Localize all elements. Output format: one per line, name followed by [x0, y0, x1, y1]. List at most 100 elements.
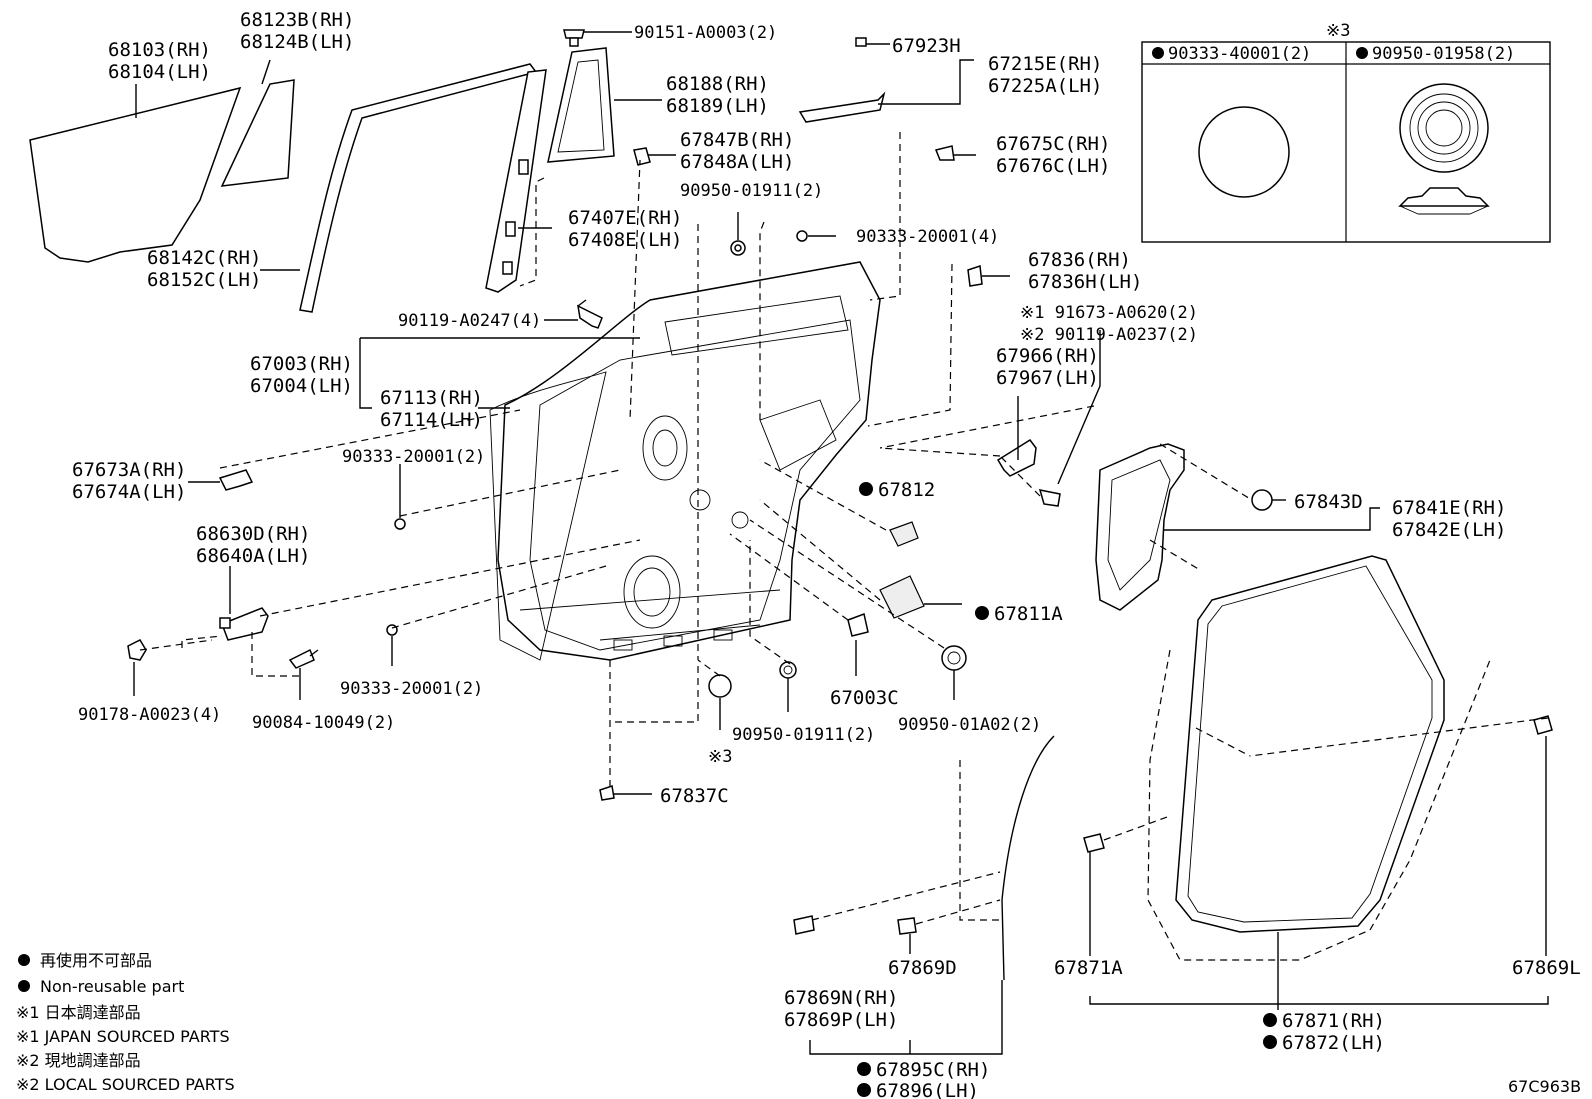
grommet-part: [779, 661, 797, 679]
label-67847: 67847B(RH): [680, 129, 794, 151]
label-67003c: 67003C: [830, 687, 899, 709]
clip-90151-part: [563, 29, 585, 47]
label-67836h: 67836H(LH): [1028, 271, 1142, 293]
label-67673: 67673A(RH): [72, 459, 186, 481]
label-67841: 67841E(RH): [1392, 497, 1506, 519]
label-67836: 67836(RH): [1028, 249, 1131, 271]
label-68152: 68152C(LH): [147, 269, 261, 291]
diagram-code: 67C963B: [1508, 1077, 1581, 1096]
grommet-inner: [734, 244, 742, 252]
label-67408: 67408E(LH): [568, 229, 682, 251]
label-67871: 67871(RH): [1282, 1010, 1385, 1032]
legend: 再使用不可部品 Non-reusable part ※1 日本調達部品 ※1 J…: [16, 951, 235, 1094]
leader-lines: [133, 31, 1549, 1055]
plug-part: [394, 518, 406, 530]
service-cover-part: [1095, 443, 1185, 611]
label-90333-20001-2-low: 90333-20001(2): [340, 679, 483, 699]
label-67966: 67966(RH): [996, 345, 1099, 367]
label-67869l: 67869L: [1512, 957, 1581, 979]
bolt-90119-part: [577, 299, 603, 329]
label-90950-01911-lower: 90950-01911(2): [732, 725, 875, 745]
label-67843: 67843D: [1294, 491, 1363, 513]
grommet-drawing: [1399, 83, 1489, 173]
clip-67869d-part: [897, 917, 917, 935]
label-90119-a0237: ※2 90119-A0237(2): [1020, 325, 1198, 345]
stopper-67003c-part: [847, 612, 869, 637]
cover-67675-part: [934, 145, 955, 161]
label-68640: 68640A(LH): [196, 545, 310, 567]
label-90119-a0247: 90119-A0247(4): [398, 311, 541, 331]
legend-line1: 再使用不可部品: [40, 951, 152, 970]
non-reusable-dot: [1263, 1013, 1277, 1027]
clip-67869l-part: [1533, 715, 1553, 735]
inset-left-label: 90333-40001(2): [1168, 44, 1311, 64]
non-reusable-dot: [857, 1062, 871, 1076]
door-panel-part: [497, 261, 881, 661]
label-67675: 67675C(RH): [996, 133, 1110, 155]
label-67869d: 67869D: [888, 957, 957, 979]
grommet-01a02-part: [941, 645, 967, 671]
label-68123: 68123B(RH): [240, 9, 354, 31]
label-67871a: 67871A: [1054, 957, 1123, 979]
label-67004: 67004(LH): [250, 375, 353, 397]
label-90333-20001-4: 90333-20001(4): [856, 227, 999, 247]
bolt-90178-part: [127, 639, 147, 661]
label-90950-01a02: 90950-01A02(2): [898, 715, 1041, 735]
non-reusable-dot: [857, 1083, 871, 1097]
label-90178: 90178-A0023(4): [78, 705, 221, 725]
plug-part: [796, 230, 808, 242]
label-68124: 68124B(LH): [240, 31, 354, 53]
outside-handle-part: [798, 37, 886, 123]
pad-67811-part: [879, 575, 925, 619]
label-67869n: 67869N(RH): [784, 987, 898, 1009]
label-67869p: 67869P(LH): [784, 1009, 898, 1031]
clip-67843d-part: [1251, 489, 1273, 511]
label-68103: 68103(RH): [108, 39, 211, 61]
label-ref3: ※3: [708, 747, 732, 767]
non-reusable-dot: [1356, 47, 1368, 59]
inset-right-label: 90950-01958(2): [1372, 44, 1515, 64]
label-67837: 67837C: [660, 785, 729, 807]
label-67923: 67923H: [892, 35, 961, 57]
label-90084: 90084-10049(2): [252, 713, 395, 733]
label-90333-20001-2-mid: 90333-20001(2): [342, 447, 485, 467]
label-67872: 67872(LH): [1282, 1032, 1385, 1054]
label-67848: 67848A(LH): [680, 151, 794, 173]
label-67967: 67967(LH): [996, 367, 1099, 389]
label-67676: 67676C(LH): [996, 155, 1110, 177]
non-reusable-dot: [1263, 1035, 1277, 1049]
division-bar-part: [485, 69, 547, 293]
label-91673: ※1 91673-A0620(2): [1020, 303, 1198, 323]
quarter-glass-part: [220, 79, 295, 187]
legend-line6: ※2 LOCAL SOURCED PARTS: [16, 1075, 235, 1094]
bracket-67966-part: [996, 438, 1037, 477]
label-67113: 67113(RH): [380, 387, 483, 409]
legend-line3: ※1 日本調達部品: [16, 1003, 141, 1022]
label-67003: 67003(RH): [250, 353, 353, 375]
label-67674: 67674A(LH): [72, 481, 186, 503]
door-glass-part: [29, 86, 242, 263]
label-67225: 67225A(LH): [988, 75, 1102, 97]
hinge-part: [219, 607, 269, 641]
weatherstrip-part: [1147, 555, 1491, 961]
clip-67673-part: [218, 469, 254, 491]
clip-67847-part: [633, 147, 651, 166]
label-67896: 67896(LH): [876, 1080, 979, 1099]
outer-panel-part: [489, 371, 607, 661]
clip-67837c-part: [599, 785, 615, 801]
label-68630: 68630D(RH): [196, 523, 310, 545]
part-labels: 68103(RH) 68104(LH) 68123B(RH) 68124B(LH…: [72, 9, 1581, 1099]
label-67811: 67811A: [994, 603, 1063, 625]
hole-plug-part: [708, 674, 732, 698]
inset-ref3: ※3 90333-40001(2) 90950-01958(2): [1141, 21, 1551, 243]
label-68104: 68104(LH): [108, 61, 211, 83]
legend-line2: Non-reusable part: [40, 977, 184, 996]
clip-67869n-part: [793, 915, 815, 935]
legend-line4: ※1 JAPAN SOURCED PARTS: [16, 1027, 230, 1046]
bolt-90084-part: [288, 648, 319, 669]
label-67812: 67812: [878, 479, 935, 501]
legend-line5: ※2 現地調達部品: [16, 1051, 141, 1070]
label-68142: 68142C(RH): [147, 247, 261, 269]
label-68188: 68188(RH): [666, 73, 769, 95]
